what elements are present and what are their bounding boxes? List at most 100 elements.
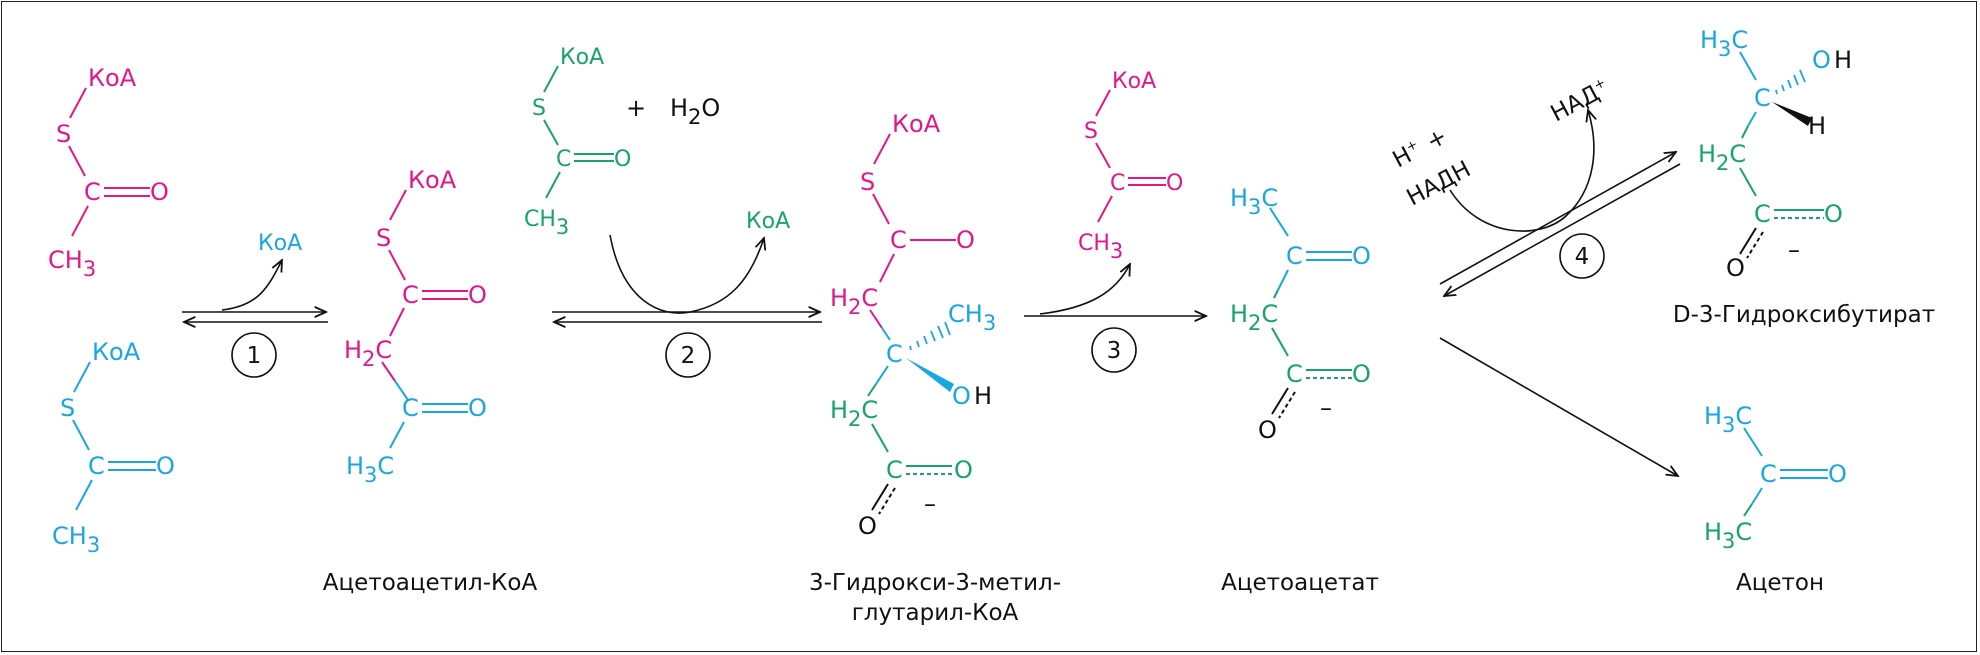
carboxyl-carbon: C: [1754, 200, 1771, 228]
methyl-group: H3C: [346, 452, 394, 487]
sulfur-atom: S: [56, 120, 71, 148]
methyl-group: CH3: [524, 207, 569, 239]
negative-charge: –: [924, 490, 936, 518]
bond: [1739, 167, 1757, 197]
hydrogen-atom: H: [1808, 112, 1826, 140]
acetoacetyl-coa-label: Ацетоацетил-КоА: [323, 570, 538, 596]
bond: [1269, 207, 1289, 237]
acetyl-coa-3: КоА S C O CH3 + H2O: [524, 45, 720, 239]
carbon-atom: C: [890, 226, 907, 254]
partial-bond: [878, 487, 896, 515]
step-circle: [231, 332, 277, 378]
carbon-atom: C: [1760, 460, 1777, 488]
methylene-group: H2C: [830, 396, 878, 431]
oxygen-atom: O: [956, 226, 975, 254]
reverse-arrow: [1444, 163, 1681, 296]
sulfur-atom: S: [376, 224, 391, 252]
bond: [1095, 142, 1111, 169]
methyl-group: H3C: [1704, 518, 1752, 553]
bond: [1743, 503, 1753, 517]
bond: [1271, 387, 1289, 415]
carboxylate-oxygen: O: [1258, 416, 1277, 444]
oxygen-atom: O: [156, 452, 175, 480]
bond: [1739, 227, 1757, 255]
released-acetyl-coa: КоА S C O CH3: [1078, 69, 1183, 263]
methylene-group: H2C: [344, 336, 392, 371]
bond: [875, 365, 889, 385]
oxygen-atom: O: [1166, 171, 1183, 196]
forward-arrow: [1439, 152, 1676, 285]
bond: [545, 171, 561, 199]
oxygen-atom: O: [614, 147, 631, 172]
acetyl-coa-1: КоА S C O CH3: [48, 64, 169, 281]
carbon-atom: C: [88, 452, 105, 480]
step-number: 4: [1575, 244, 1590, 270]
methyl-group: H3C: [1230, 184, 1278, 219]
koa-label: КоА: [408, 166, 457, 194]
bond: [871, 483, 889, 511]
methylene-group: H2C: [830, 284, 878, 319]
methyl-group: CH3: [48, 246, 96, 281]
release-arrow: [221, 260, 282, 311]
koa-label: КоА: [560, 45, 604, 70]
partial-bond: [1746, 231, 1764, 259]
acetone: H3C C O H3C: [1704, 402, 1847, 553]
hydroxyl-hydrogen: H: [1834, 46, 1852, 74]
bond: [1271, 327, 1289, 357]
bond: [872, 193, 890, 225]
step-number: 1: [247, 343, 262, 369]
bond: [543, 65, 559, 93]
bond: [1277, 269, 1289, 291]
bond: [68, 145, 86, 177]
step-circle: [1559, 233, 1605, 279]
bond: [1095, 89, 1111, 117]
bond: [388, 249, 406, 281]
bond: [1751, 487, 1763, 505]
step-circle: [1091, 327, 1137, 373]
bond: [381, 361, 396, 382]
bond: [389, 421, 405, 449]
bond: [389, 189, 407, 221]
oxygen-atom: O: [954, 456, 973, 484]
nad-label: НАД+: [1547, 75, 1614, 127]
oxygen-atom: O: [1352, 242, 1371, 270]
hashed-wedge: [1775, 69, 1806, 95]
bond: [71, 205, 89, 237]
hydroxyl-oxygen: O: [952, 382, 971, 410]
bond: [73, 361, 91, 393]
bond: [75, 479, 93, 511]
step-3-arrows: 3: [1024, 264, 1206, 373]
released-koa: КоА: [258, 231, 302, 256]
bond: [873, 133, 891, 165]
step-number: 3: [1107, 338, 1122, 364]
negative-charge: –: [1788, 236, 1800, 264]
hydroxyl-oxygen: O: [1812, 46, 1831, 74]
step-circle: [665, 332, 711, 378]
acetoacetate-label: Ацетоацетат: [1221, 570, 1379, 596]
carbon-atom: C: [84, 178, 101, 206]
oxygen-atom: O: [468, 281, 487, 309]
bond: [543, 119, 559, 146]
methylene-group: H2C: [1698, 140, 1746, 175]
bond: [881, 327, 891, 341]
negative-charge: –: [1320, 394, 1332, 422]
decarboxylation-arrow: [1439, 337, 1678, 476]
proton-label: H++: [1389, 123, 1452, 173]
cofactor-arc-arrow: [1449, 110, 1594, 232]
bond: [72, 419, 90, 451]
hmg-coa: КоА S C O H2C C CH3 O H H2C C O: [830, 110, 996, 540]
bond: [1741, 125, 1749, 139]
reaction-arc-arrow: [609, 234, 764, 314]
water: H2O: [670, 94, 720, 129]
released-koa: КоА: [746, 209, 790, 234]
hmg-coa-label-line2: глутарил-КоА: [852, 600, 1019, 626]
carboxylate-oxygen: O: [1726, 254, 1745, 282]
bond: [871, 423, 889, 453]
carbon-atom: C: [1110, 171, 1125, 196]
koa-label: КоА: [892, 110, 941, 138]
step-1-arrows: КоА 1: [182, 231, 328, 378]
koa-label: КоА: [1112, 69, 1156, 94]
bold-wedge: [1772, 102, 1812, 126]
